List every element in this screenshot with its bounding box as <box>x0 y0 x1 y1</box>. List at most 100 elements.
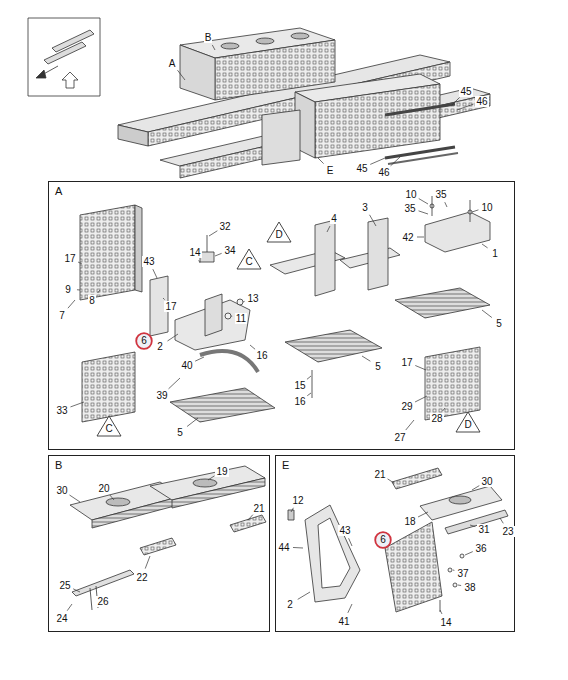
callout-number: 10 <box>404 189 417 200</box>
callout-text: C <box>105 423 112 435</box>
leader-line <box>418 512 428 517</box>
leader-line <box>69 495 80 502</box>
callout-number: 18 <box>403 516 416 527</box>
callout-number: 5 <box>495 318 503 329</box>
callout-number: 38 <box>463 582 476 593</box>
leader-line <box>348 604 352 613</box>
leader-line <box>169 378 180 389</box>
callout-number: 32 <box>218 221 231 232</box>
leader-line <box>212 45 215 50</box>
view-triangle: C <box>236 248 262 270</box>
leader-line <box>452 97 460 105</box>
leader-line <box>500 518 503 523</box>
highlight-circle: 6 <box>135 332 153 350</box>
callout-number: 14 <box>188 247 201 258</box>
leader-line <box>445 202 447 207</box>
callout-number: 30 <box>480 476 493 487</box>
callout-number: 14 <box>439 617 452 628</box>
leader-line <box>68 300 75 308</box>
callout-number: 3 <box>361 202 369 213</box>
triangle-shape <box>97 416 121 436</box>
callout-number: 21 <box>373 469 386 480</box>
leader-line <box>472 486 479 490</box>
callout-number: 24 <box>55 613 68 624</box>
leader-line <box>415 365 426 370</box>
callout-number: 33 <box>55 405 68 416</box>
leader-line <box>70 402 84 407</box>
callout-number: A <box>168 58 177 69</box>
callout-number: 46 <box>475 96 488 107</box>
callout-number: 43 <box>338 525 351 536</box>
callout-number: 23 <box>501 526 514 537</box>
callout-number: 26 <box>96 596 109 607</box>
view-triangle: D <box>266 221 292 243</box>
callout-number: 13 <box>246 293 259 304</box>
callout-number: 30 <box>55 485 68 496</box>
callout-number: 16 <box>293 396 306 407</box>
triangle-shape <box>456 412 480 432</box>
leader-line <box>231 316 232 317</box>
callout-number: 25 <box>58 580 71 591</box>
callout-number: B <box>204 32 213 43</box>
callout-number: 35 <box>403 203 416 214</box>
leader-line <box>78 262 82 264</box>
triangle-shape <box>237 249 261 269</box>
highlight-circle: 6 <box>374 531 392 549</box>
callout-number: 11 <box>235 313 247 324</box>
leader-line <box>472 210 478 212</box>
callout-number: 22 <box>135 572 148 583</box>
callout-number: 42 <box>401 232 414 243</box>
leader-line <box>215 253 222 256</box>
leader-line <box>391 157 400 166</box>
leader-line <box>145 556 150 569</box>
leader-line <box>187 418 198 426</box>
leader-line <box>457 104 474 110</box>
callout-number: 27 <box>393 432 406 443</box>
leader-line <box>318 158 324 164</box>
leader-line <box>243 301 245 303</box>
leader-line <box>209 231 217 236</box>
leader-line <box>167 334 178 341</box>
leader-line <box>208 476 214 480</box>
leader-line <box>419 211 428 214</box>
leader-line <box>248 515 253 520</box>
callout-text: D <box>464 419 471 431</box>
leader-line <box>77 289 80 290</box>
leader-line <box>67 604 72 611</box>
callout-text: D <box>275 229 282 241</box>
leader-line <box>327 226 330 232</box>
panel-letter: B <box>55 459 263 471</box>
callout-number: 34 <box>223 245 236 256</box>
leader-line <box>291 508 293 512</box>
callout-number: 15 <box>293 380 306 391</box>
leader-line <box>370 215 376 226</box>
callout-number: 8 <box>88 295 96 306</box>
callout-number: 7 <box>58 310 66 321</box>
panel-letter: E <box>282 459 508 471</box>
callout-number: 17 <box>63 253 76 264</box>
leader-line <box>349 538 352 546</box>
leader-line <box>482 310 492 318</box>
callout-number: 28 <box>430 413 443 424</box>
leader-line <box>406 420 414 430</box>
callout-number: 9 <box>64 284 72 295</box>
leader-line <box>465 552 473 555</box>
circle-shape <box>136 333 152 349</box>
callout-number: 31 <box>477 524 490 535</box>
callout-number: 19 <box>215 466 228 477</box>
callout-number: 21 <box>252 503 265 514</box>
leader-line <box>415 396 427 402</box>
callout-number: 44 <box>277 542 290 553</box>
leader-line <box>370 158 385 164</box>
leader-line <box>440 610 442 614</box>
callout-number: 1 <box>491 248 499 259</box>
leader-line <box>250 345 255 349</box>
leader-line <box>419 199 428 204</box>
view-triangle: C <box>96 415 122 437</box>
callout-number: 12 <box>291 495 304 506</box>
leader-line <box>177 70 185 80</box>
callout-number: 36 <box>474 543 487 554</box>
callout-number: 16 <box>255 350 268 361</box>
callout-number: 2 <box>156 341 164 352</box>
leader-line <box>388 479 394 483</box>
